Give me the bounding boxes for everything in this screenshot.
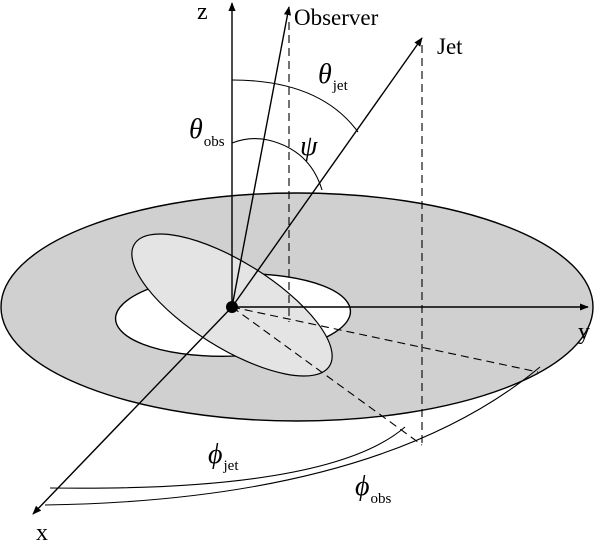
- observer-label: Observer: [294, 5, 379, 30]
- jet-vector: [231, 37, 423, 308]
- phi-obs-symbol: ϕ: [355, 471, 370, 502]
- x-axis-line: [32, 306, 233, 515]
- phi-obs-label: ϕobs: [355, 471, 392, 507]
- dashed-projections: [231, 22, 539, 446]
- angle-arcs: [44, 79, 541, 506]
- theta-jet-symbol: θ: [318, 59, 332, 90]
- origin-point: [226, 301, 238, 313]
- psi-label: ψ: [300, 131, 318, 162]
- theta-jet-subscript: jet: [332, 78, 349, 94]
- z-axis-label: z: [197, 0, 208, 25]
- observer-vector: [231, 6, 292, 308]
- phi-obs-arc: [44, 366, 541, 506]
- phi-jet-label: ϕjet: [208, 439, 239, 474]
- theta-obs-label: θobs: [189, 114, 225, 150]
- x-axis-label: x: [36, 520, 48, 544]
- axes: [32, 2, 589, 515]
- phi-jet-symbol: ϕ: [208, 439, 223, 470]
- jet-label: Jet: [437, 34, 463, 59]
- phi-jet-subscript: jet: [223, 458, 240, 474]
- phi-obs-subscript: obs: [371, 491, 392, 507]
- theta-obs-symbol: θ: [189, 114, 203, 145]
- theta-obs-arc: [231, 137, 269, 144]
- theta-obs-subscript: obs: [204, 134, 225, 150]
- theta-jet-label: θjet: [318, 59, 349, 94]
- theta-jet-arc: [231, 79, 359, 133]
- y-axis-label: y: [578, 319, 590, 345]
- phi-jet-arc: [49, 426, 406, 489]
